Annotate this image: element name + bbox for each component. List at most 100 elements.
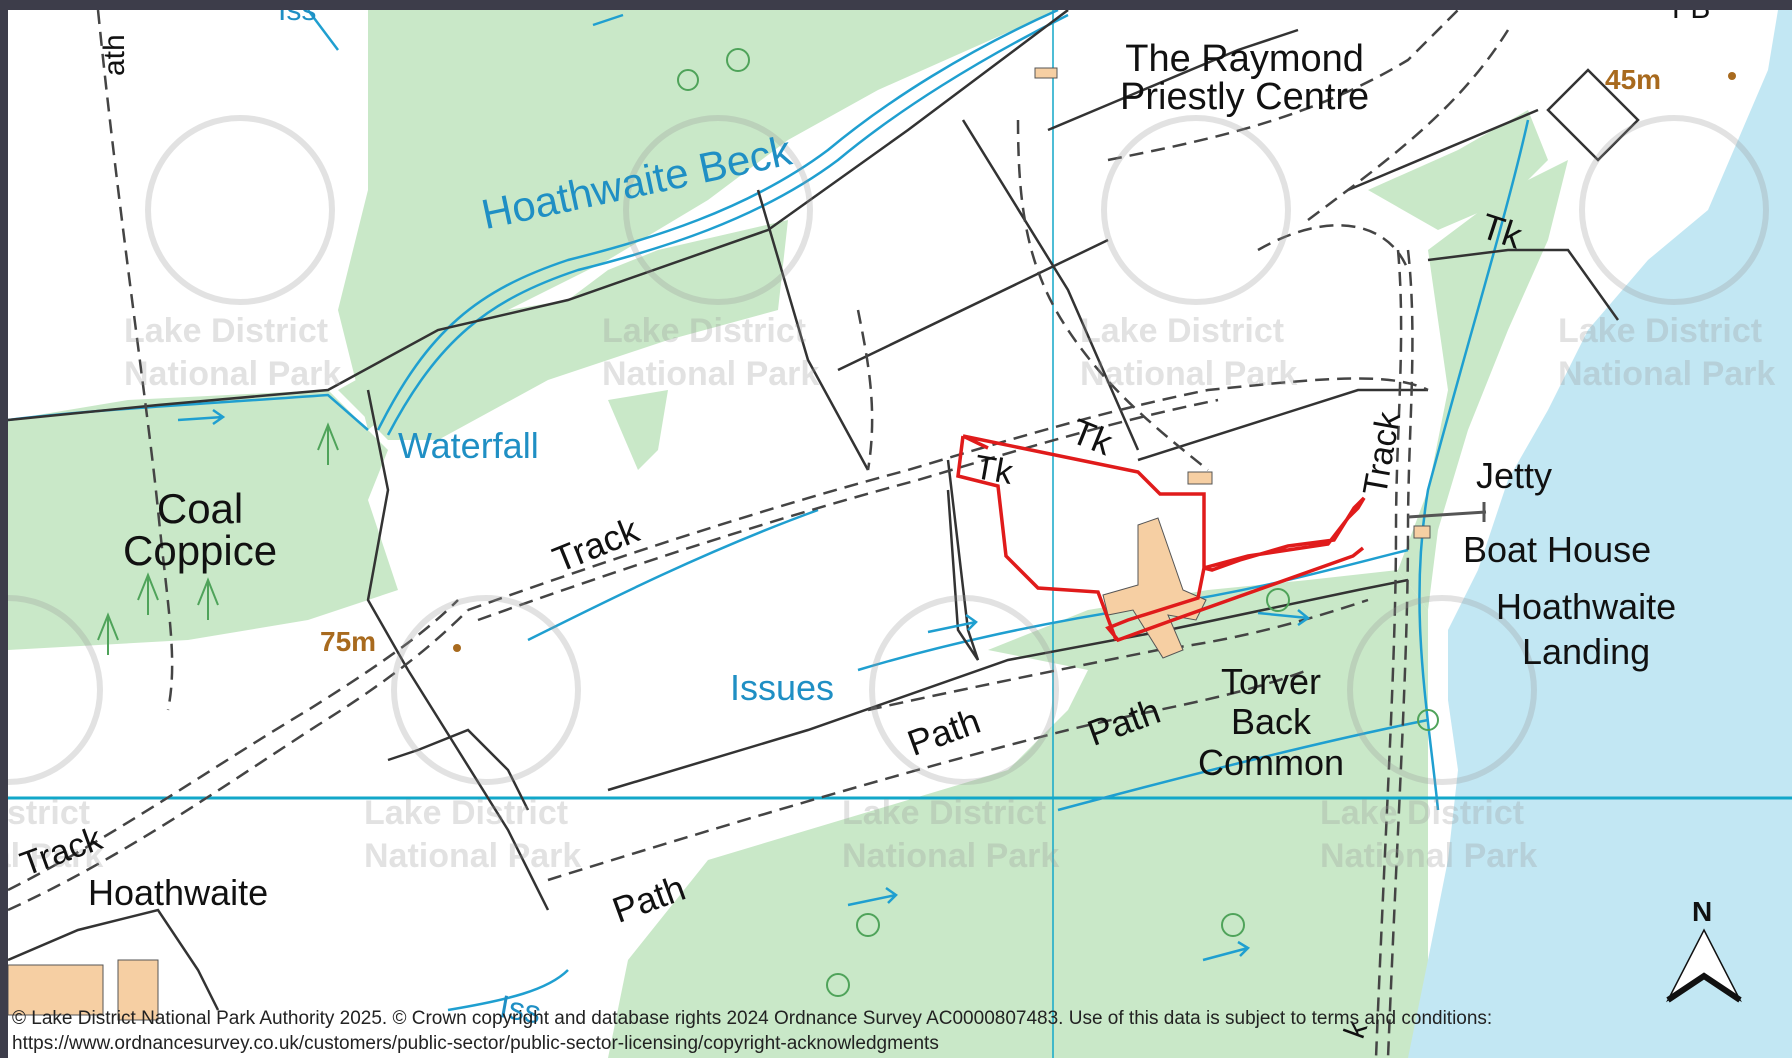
label-tk-parcel: Tk — [971, 448, 1016, 493]
boundary-12 — [387, 728, 530, 811]
watermark-text: Lake District National Park — [1558, 312, 1776, 393]
woodland-upper-right — [1368, 110, 1548, 230]
boundary-5 — [961, 119, 1140, 451]
spot-height-45-marker — [1728, 72, 1736, 80]
boundary-6 — [1137, 388, 1428, 462]
spot-height-45: 45m — [1605, 64, 1662, 95]
jetty-structure — [1407, 502, 1487, 522]
stream-issues — [527, 508, 819, 642]
track-main-2 — [477, 398, 1219, 622]
north-arrow: N — [1666, 898, 1746, 1018]
lake-coniston — [1408, 10, 1792, 1058]
boundary-14 — [8, 908, 220, 1011]
watermark-logo — [8, 595, 103, 785]
tree-symbol — [317, 422, 339, 465]
watermark-text: Lake District National Park — [1080, 312, 1298, 393]
woodland-torver — [608, 570, 1428, 1058]
track-loop — [1257, 224, 1410, 271]
boundary-10 — [1546, 68, 1640, 162]
boundary-4 — [837, 238, 1109, 372]
jetty-pier — [1407, 510, 1487, 519]
tree-symbols — [97, 48, 1439, 997]
label-issues: Issues — [730, 667, 835, 708]
label-coal-coppice: Coal Coppice — [123, 485, 278, 574]
spot-height-75: 75m — [320, 626, 377, 657]
tree-symbol — [197, 577, 219, 620]
flow-arrow — [1202, 940, 1251, 962]
map-canvas[interactable] — [8, 10, 1792, 1058]
building-main-block — [1102, 517, 1207, 659]
copyright-notice: © Lake District National Park Authority … — [12, 1008, 1493, 1054]
tree-symbol — [1266, 588, 1290, 612]
track-top-2 — [1307, 29, 1510, 222]
track-lower-left — [8, 599, 459, 892]
tree-symbol — [137, 572, 159, 615]
label-torver-back-common: Torver Back Common — [1198, 661, 1345, 783]
watermark-text: Lake District National Park — [124, 312, 342, 393]
tree-symbol — [826, 973, 850, 997]
tree-symbol — [1221, 913, 1245, 937]
flow-arrows — [177, 13, 1311, 962]
site-boundary-outline — [956, 434, 1366, 643]
map-frame[interactable]: Lake District National Park Lake Distric… — [8, 10, 1792, 1058]
track-main — [467, 377, 1429, 612]
watermark-text: Lake District National Park — [1320, 794, 1538, 875]
watermark-logo — [1101, 115, 1291, 305]
tree-symbol — [856, 913, 880, 937]
north-label: N — [1692, 896, 1713, 927]
track-right-2 — [1374, 249, 1403, 1058]
boundary-9 — [1047, 28, 1299, 132]
tree-symbol — [97, 612, 119, 655]
stream-bottom — [447, 969, 569, 1012]
woodland-islet — [608, 390, 668, 470]
woodland-areas — [8, 10, 1568, 1058]
track-short — [856, 309, 874, 471]
track-lower-left-2 — [8, 609, 469, 912]
building-hoathwaite-1 — [8, 964, 104, 1016]
woodland-coal-coppice — [8, 390, 398, 650]
label-hoathwaite-landing: Hoathwaite Landing — [1496, 586, 1677, 672]
buildings — [8, 67, 1431, 1021]
watermark-logo — [869, 595, 1059, 785]
label-iss-top: Iss — [278, 10, 317, 27]
grid-lines — [8, 10, 1792, 1058]
boundary-7 — [1347, 108, 1539, 192]
label-raymond-priestly-centre: The Raymond Priestly Centre — [1120, 38, 1370, 118]
north-arrow-chevron — [1666, 972, 1742, 1003]
tracks-and-paths — [8, 10, 1510, 1058]
north-arrow-icon — [1666, 928, 1742, 1003]
label-boat-house: Boat House — [1463, 529, 1652, 570]
stream-hoathwaite-beck — [376, 10, 1059, 431]
woodland-strip — [338, 220, 788, 440]
tree-symbol — [726, 48, 750, 72]
track-right — [1386, 249, 1414, 1058]
tree-symbol — [1417, 709, 1439, 731]
spot-heights — [453, 72, 1736, 652]
flow-arrow — [1257, 609, 1311, 627]
label-path-top-left: ath — [98, 34, 131, 76]
track-tk — [1016, 119, 1209, 471]
stream-hoathwaite-beck-2 — [386, 13, 1069, 436]
woodland-top — [338, 10, 1058, 430]
watermark-text: Lake District National Park — [8, 794, 104, 875]
tree-symbol — [677, 69, 699, 91]
building-top — [1034, 67, 1058, 79]
path-lower — [547, 668, 1309, 882]
watermark-text: Lake District National Park — [364, 794, 582, 875]
flow-arrow — [592, 13, 624, 27]
stream-shoreline — [1418, 119, 1530, 811]
watermark-logo — [623, 115, 813, 305]
watermark-text: Lake District National Park — [602, 312, 820, 393]
path-mid — [867, 598, 1369, 712]
boundary-8 — [1427, 248, 1620, 321]
watermark-logo — [391, 595, 581, 785]
label-hoathwaite: Hoathwaite — [88, 872, 269, 913]
watermark-text: Lake District National Park — [842, 794, 1060, 875]
boundary-2 — [366, 389, 550, 911]
stream-top-left — [307, 10, 339, 51]
label-fb: FB — [1672, 10, 1710, 24]
building-boathouse — [1413, 525, 1431, 539]
woodland-shore — [1398, 160, 1568, 610]
flow-arrow — [927, 613, 978, 634]
flow-arrow — [847, 886, 898, 907]
